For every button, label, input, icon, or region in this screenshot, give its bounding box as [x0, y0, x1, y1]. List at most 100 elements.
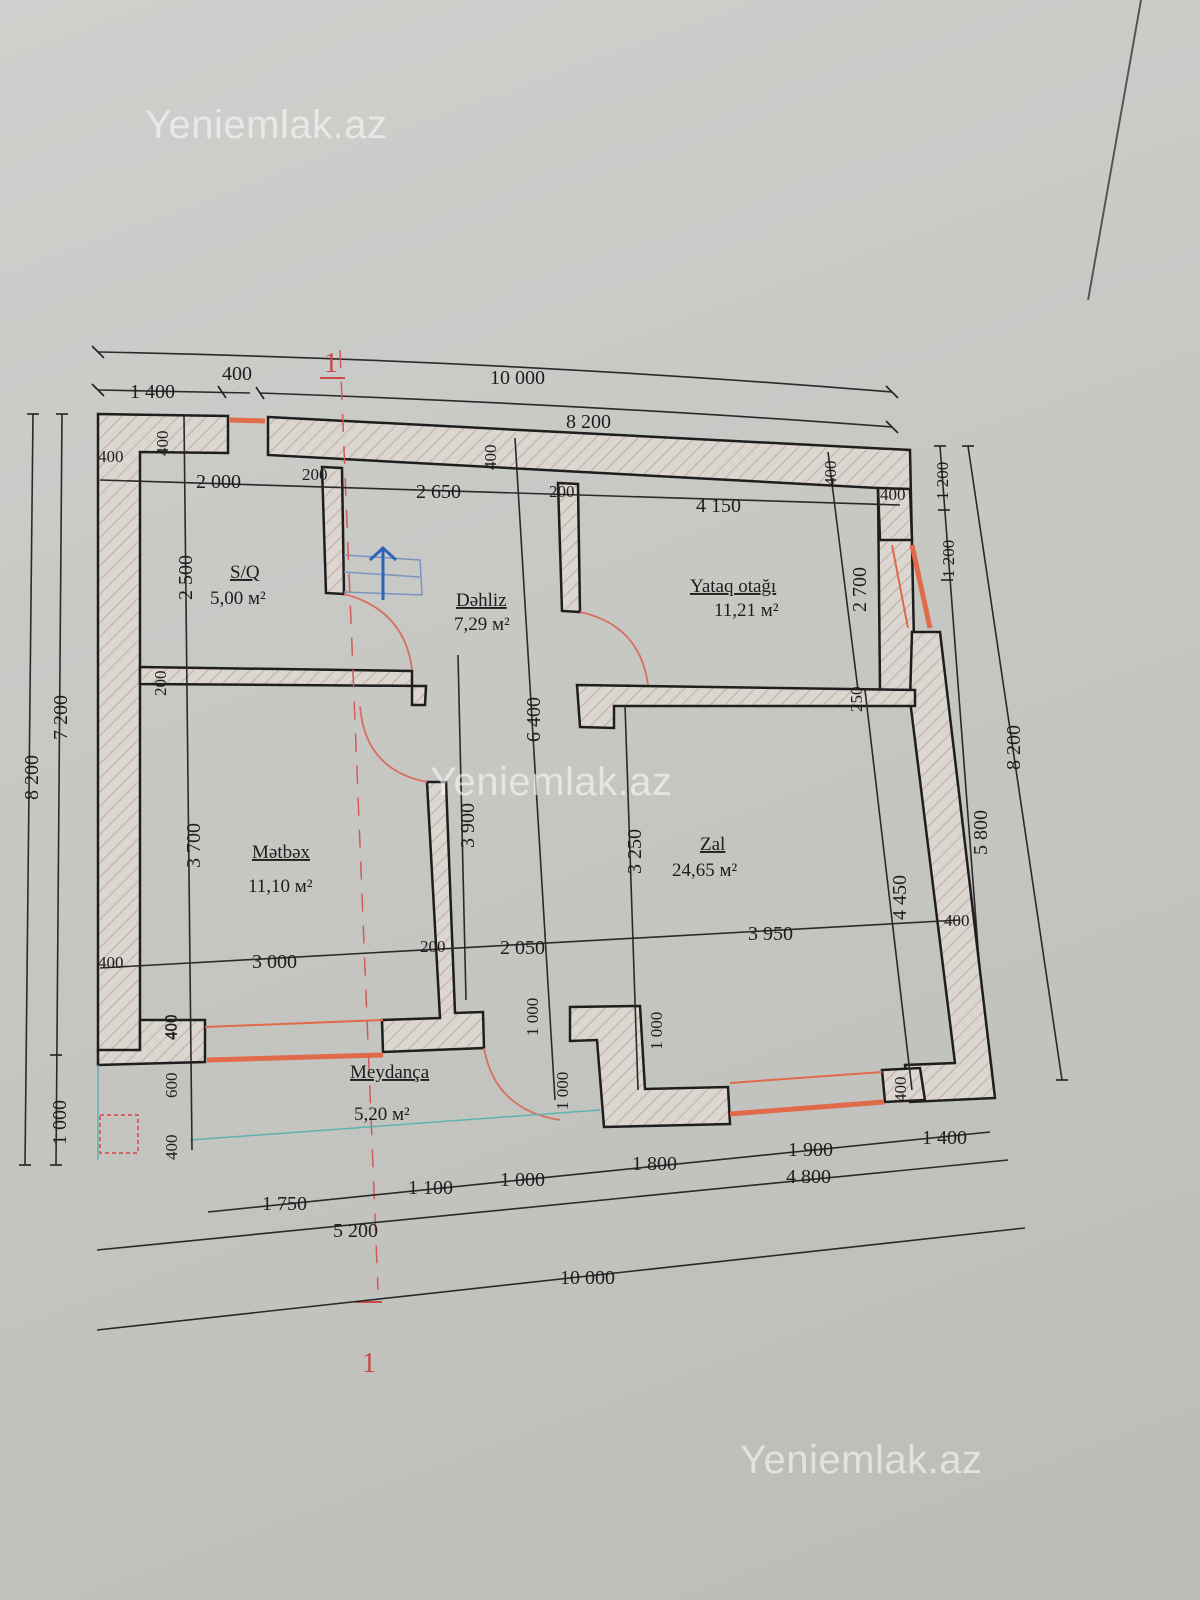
svg-text:24,65 м²: 24,65 м²	[672, 860, 738, 881]
svg-text:400: 400	[222, 363, 252, 385]
svg-text:1 750: 1 750	[262, 1193, 307, 1215]
dim-vertical-inner: 2 500 3 700 400 600 400 3 900 6 400 3 25…	[162, 415, 913, 1161]
window-zal	[729, 1099, 885, 1117]
svg-text:2 050: 2 050	[500, 937, 545, 959]
svg-text:1 400: 1 400	[130, 381, 175, 403]
svg-text:1 000: 1 000	[500, 1169, 545, 1191]
walls	[96, 412, 997, 1129]
svg-text:3 900: 3 900	[457, 803, 479, 848]
svg-text:400: 400	[891, 1077, 910, 1103]
svg-text:1 200: 1 200	[933, 462, 952, 500]
svg-text:1: 1	[324, 348, 338, 379]
svg-text:S/Q: S/Q	[230, 562, 260, 583]
svg-text:1 000: 1 000	[523, 998, 542, 1036]
svg-text:400: 400	[481, 445, 500, 471]
svg-text:2 000: 2 000	[196, 471, 241, 493]
svg-text:4 150: 4 150	[696, 495, 741, 517]
svg-text:4 450: 4 450	[889, 875, 911, 920]
svg-text:11,21 м²: 11,21 м²	[714, 600, 779, 621]
svg-text:1 100: 1 100	[408, 1177, 453, 1199]
svg-text:400: 400	[153, 431, 172, 457]
svg-text:Meydança: Meydança	[350, 1062, 430, 1083]
dim-left-overall: 8 200	[19, 413, 43, 1166]
room-hall: Dəhliz 7,29 м²	[454, 590, 510, 635]
room-landing: Meydança 5,20 м²	[350, 1062, 430, 1125]
section-line: 1 1	[320, 348, 382, 1379]
svg-text:2 500: 2 500	[175, 555, 197, 600]
svg-text:8 200: 8 200	[21, 755, 43, 800]
dim-top-overall: 10 000	[91, 345, 899, 399]
window-bedroom	[909, 544, 933, 629]
windows	[204, 417, 933, 1117]
watermark-center: Yeniemlak.az	[430, 760, 673, 804]
svg-text:250: 250	[847, 687, 866, 713]
svg-text:10 000: 10 000	[490, 367, 545, 389]
svg-text:600: 600	[162, 1073, 181, 1099]
svg-text:400: 400	[162, 1015, 181, 1041]
svg-text:400: 400	[880, 485, 906, 504]
svg-text:200: 200	[549, 482, 575, 501]
dim-right-overall: 8 200	[962, 445, 1068, 1081]
svg-text:3 000: 3 000	[252, 951, 297, 973]
svg-text:400: 400	[98, 447, 124, 466]
svg-text:400: 400	[162, 1135, 181, 1161]
doors	[343, 593, 649, 1121]
svg-text:5,00 м²: 5,00 м²	[210, 588, 266, 609]
window-top	[229, 417, 266, 424]
svg-text:1 900: 1 900	[788, 1139, 833, 1161]
dim-top-building: 8 200	[259, 392, 899, 434]
svg-text:Yataq otağı: Yataq otağı	[690, 576, 776, 597]
svg-text:200: 200	[420, 937, 446, 956]
svg-text:3 950: 3 950	[748, 923, 793, 945]
window-kitchen	[206, 1052, 384, 1063]
svg-text:1 800: 1 800	[632, 1153, 677, 1175]
svg-text:11,10 м²: 11,10 м²	[248, 876, 313, 897]
svg-text:8 200: 8 200	[1003, 725, 1025, 770]
porch-outline	[97, 1065, 601, 1160]
svg-text:400: 400	[98, 953, 124, 972]
dim-top-1400-400: 1 400 400	[91, 363, 265, 403]
watermark-bottom: Yeniemlak.az	[740, 1438, 983, 1482]
svg-text:1 200: 1 200	[939, 540, 958, 578]
svg-text:Mətbəx: Mətbəx	[252, 842, 311, 863]
svg-text:8 200: 8 200	[566, 411, 611, 433]
svg-text:400: 400	[944, 911, 970, 930]
dim-left-building: 7 200 1 000	[49, 413, 72, 1166]
svg-text:3 700: 3 700	[183, 823, 205, 868]
room-sq: S/Q 5,00 м²	[210, 562, 266, 609]
svg-text:Zal: Zal	[700, 834, 725, 855]
wall-thickness-labels: 400 400 400 400 400 200 200 200 250 200 …	[98, 431, 970, 1103]
dim-bottom-segments: 1 750 1 100 1 000 1 800 1 900 1 400	[207, 1127, 991, 1215]
svg-text:4 800: 4 800	[786, 1166, 831, 1188]
svg-text:10 000: 10 000	[560, 1267, 615, 1289]
svg-text:Dəhliz: Dəhliz	[456, 590, 507, 611]
svg-text:2 650: 2 650	[416, 481, 461, 503]
svg-text:1 000: 1 000	[553, 1072, 572, 1110]
svg-text:1: 1	[362, 1348, 376, 1379]
room-living: Zal 24,65 м²	[672, 834, 738, 881]
dim-bottom-overall: 10 000	[96, 1227, 1026, 1331]
svg-text:200: 200	[302, 465, 328, 484]
stair-icon	[343, 545, 423, 600]
column-marker-icon	[99, 1114, 139, 1154]
dim-interior-bottom: 3 000 2 050 3 950	[99, 919, 961, 973]
svg-text:3 250: 3 250	[624, 829, 646, 874]
room-bedroom: Yataq otağı 11,21 м²	[690, 576, 779, 621]
room-kitchen: Mətbəx 11,10 м²	[248, 842, 313, 897]
svg-text:200: 200	[151, 671, 170, 697]
svg-text:400: 400	[821, 461, 840, 487]
svg-text:7 200: 7 200	[50, 695, 72, 740]
svg-text:5 200: 5 200	[333, 1220, 378, 1242]
svg-text:7,29 м²: 7,29 м²	[454, 614, 510, 635]
svg-text:1 400: 1 400	[922, 1127, 967, 1149]
svg-text:1 000: 1 000	[49, 1100, 71, 1145]
svg-text:5,20 м²: 5,20 м²	[354, 1104, 410, 1125]
svg-text:1 000: 1 000	[647, 1012, 666, 1050]
svg-text:5 800: 5 800	[970, 810, 992, 855]
svg-text:6 400: 6 400	[523, 697, 545, 742]
svg-text:400: 400	[161, 1015, 180, 1041]
watermark-top: Yeniemlak.az	[145, 103, 388, 147]
svg-text:2 700: 2 700	[849, 567, 871, 612]
dim-interior-top: 2 000 2 650 4 150	[99, 471, 901, 517]
